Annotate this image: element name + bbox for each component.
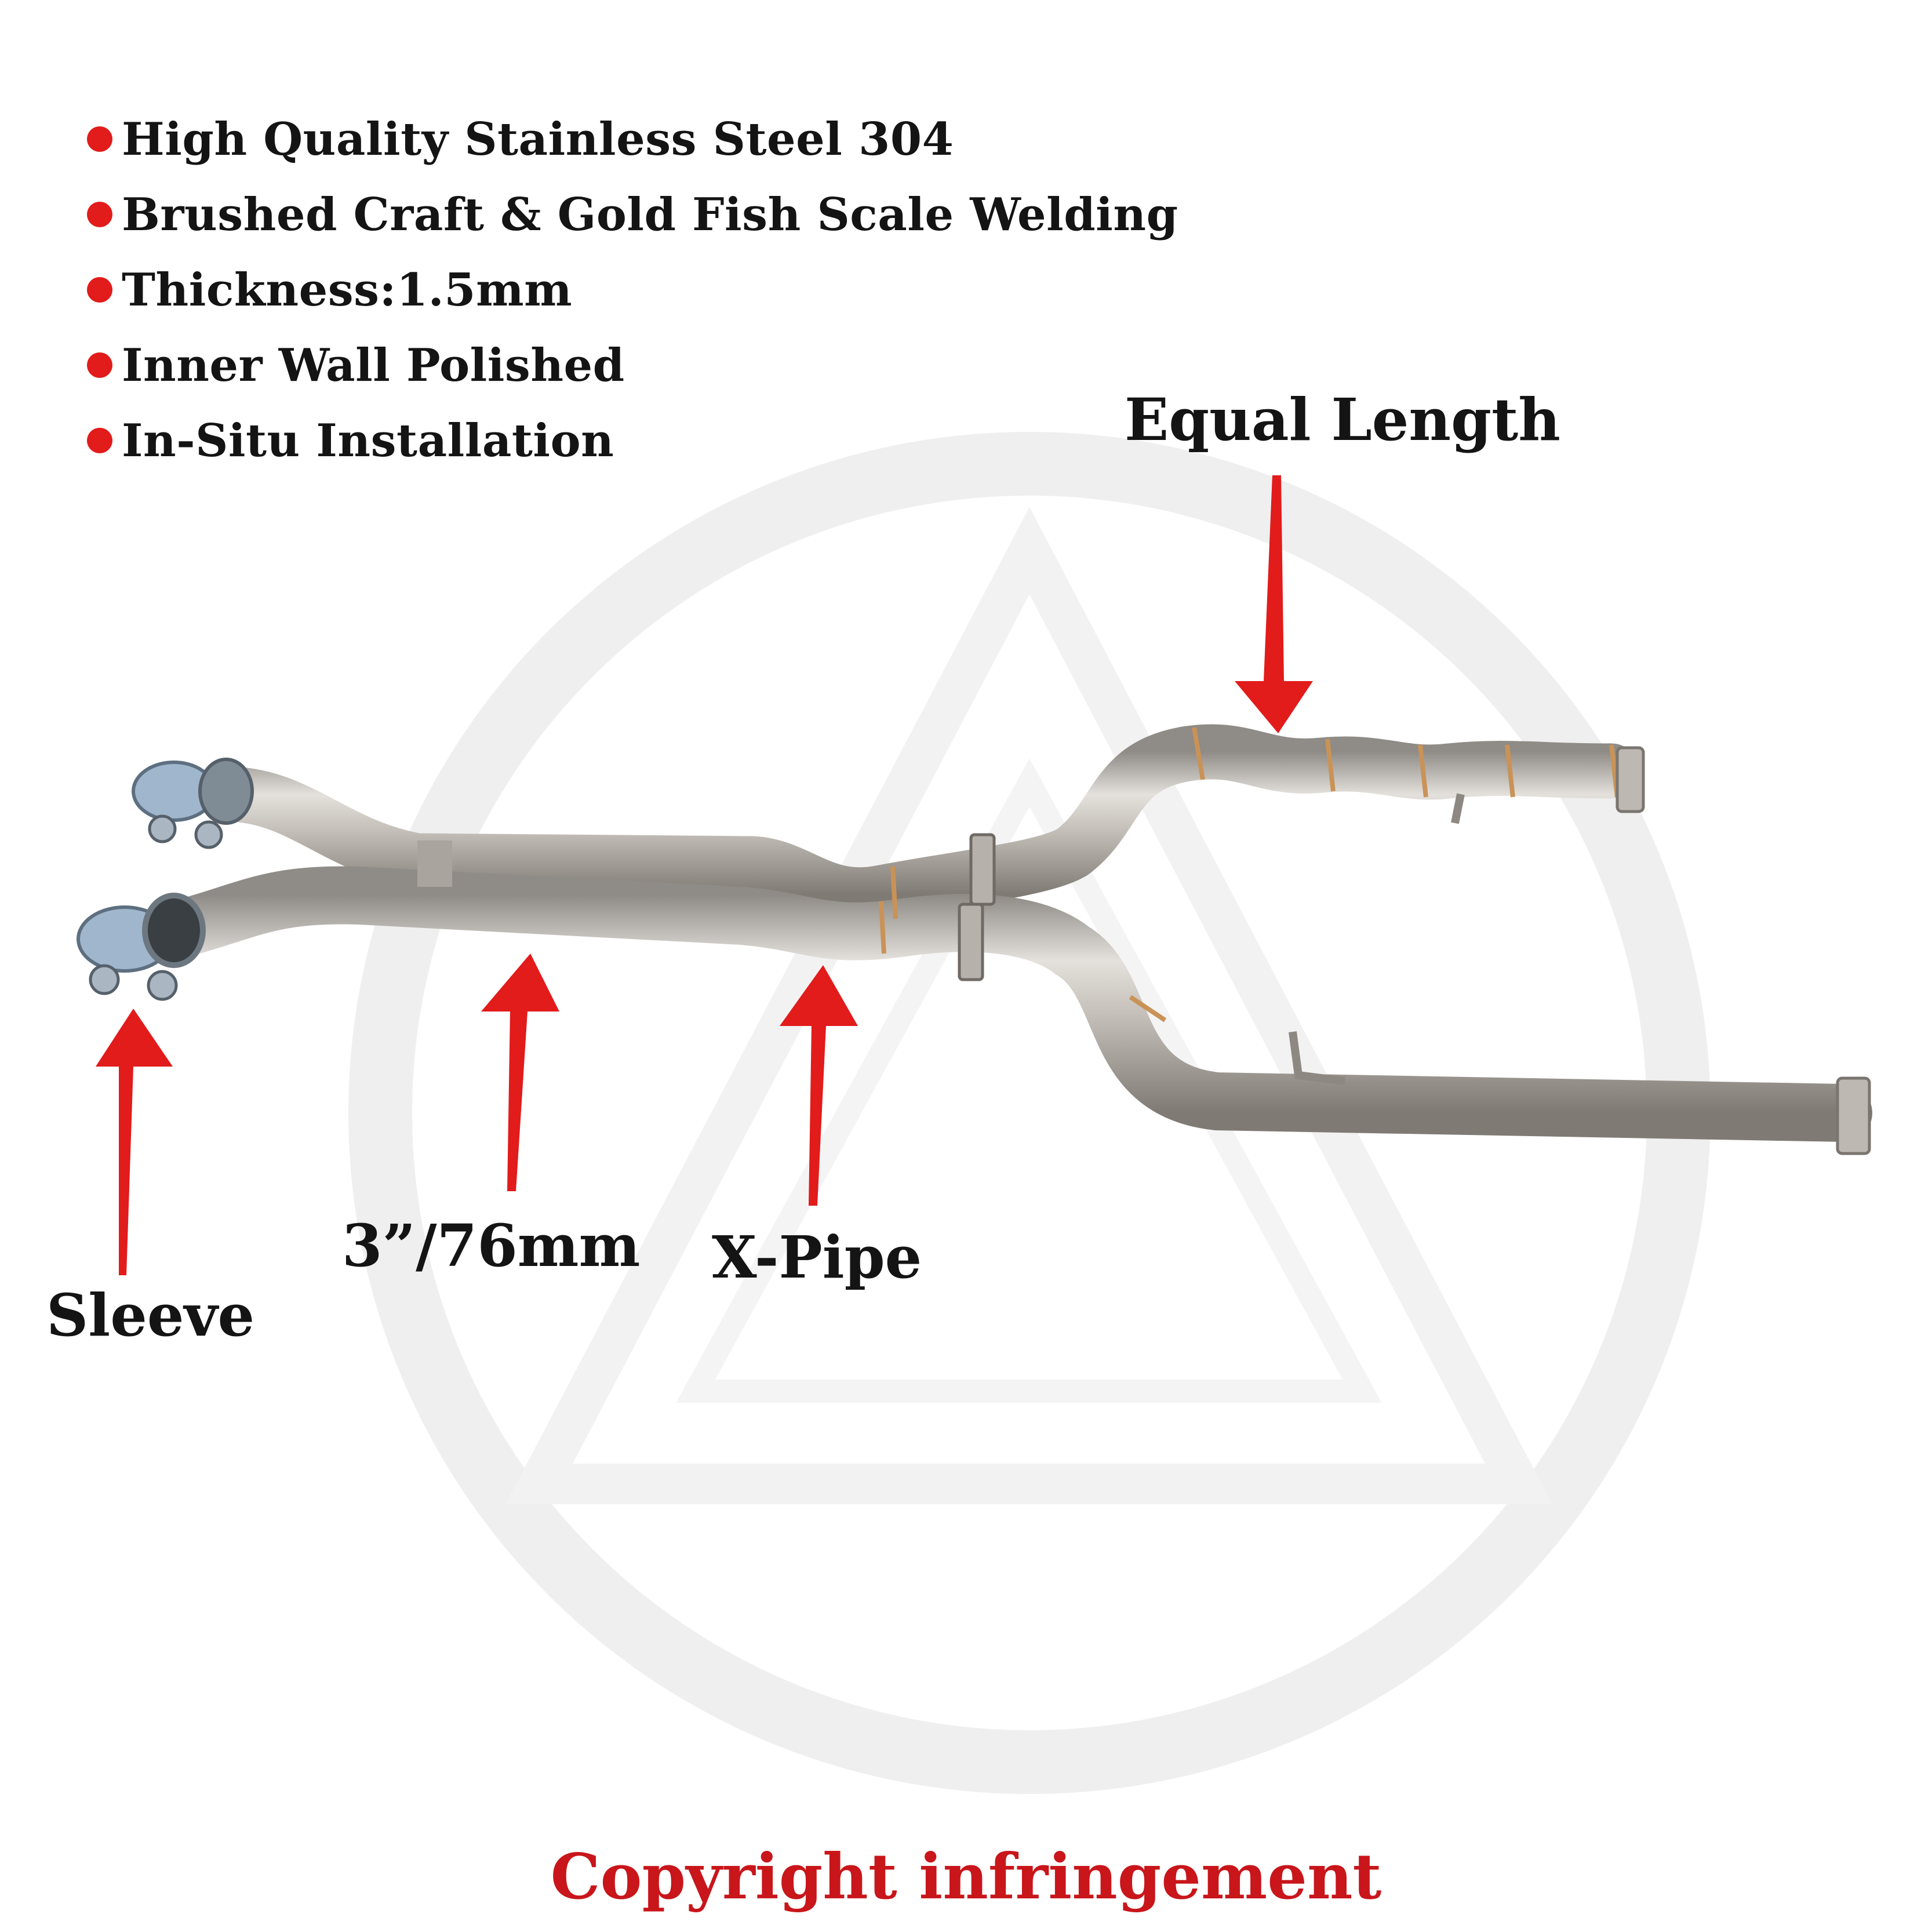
- callout-x-pipe: X-Pipe: [712, 1223, 922, 1291]
- upper-flange: [1616, 746, 1645, 813]
- feature-item: Thickness:1.5mm: [87, 252, 1178, 328]
- bullet-dot: [87, 126, 112, 152]
- hanger: [1451, 793, 1465, 824]
- bullet-dot: [87, 352, 112, 378]
- band-clamp: [958, 903, 984, 981]
- feature-text: High Quality Stainless Steel 304: [122, 112, 954, 166]
- feature-text: Inner Wall Polished: [122, 339, 625, 392]
- bullet-dot: [87, 202, 112, 227]
- bullet-dot: [87, 277, 112, 303]
- feature-item: Brushed Craft & Gold Fish Scale Welding: [87, 177, 1178, 252]
- feature-item: Inner Wall Polished: [87, 328, 1178, 403]
- feature-text: Brushed Craft & Gold Fish Scale Welding: [122, 188, 1178, 241]
- callout-equal-length: Equal Length: [1125, 385, 1560, 454]
- bracket: [417, 841, 452, 887]
- arrow-equal-length: [1235, 475, 1313, 733]
- feature-item: In-Situ Installation: [87, 403, 1178, 478]
- feature-text: Thickness:1.5mm: [122, 263, 573, 316]
- bullet-dot: [87, 428, 112, 453]
- copyright-watermark: Copyright infringement: [550, 1840, 1382, 1913]
- band-clamp: [969, 833, 996, 906]
- sleeve-clamp-lower: [77, 893, 206, 1001]
- arrow-pipe-size: [481, 954, 559, 1191]
- arrow-x-pipe: [780, 965, 858, 1206]
- hanger: [1289, 1031, 1345, 1085]
- feature-text: In-Situ Installation: [122, 414, 614, 467]
- feature-list: High Quality Stainless Steel 304 Brushed…: [87, 101, 1178, 478]
- callout-pipe-size: 3”/76mm: [342, 1211, 641, 1280]
- sleeve-clamp-upper: [132, 758, 254, 849]
- lower-pipe: [157, 866, 1872, 1142]
- callout-sleeve: Sleeve: [46, 1281, 255, 1349]
- feature-item: High Quality Stainless Steel 304: [87, 101, 1178, 177]
- lower-flange: [1836, 1076, 1871, 1155]
- arrow-sleeve: [96, 1009, 173, 1275]
